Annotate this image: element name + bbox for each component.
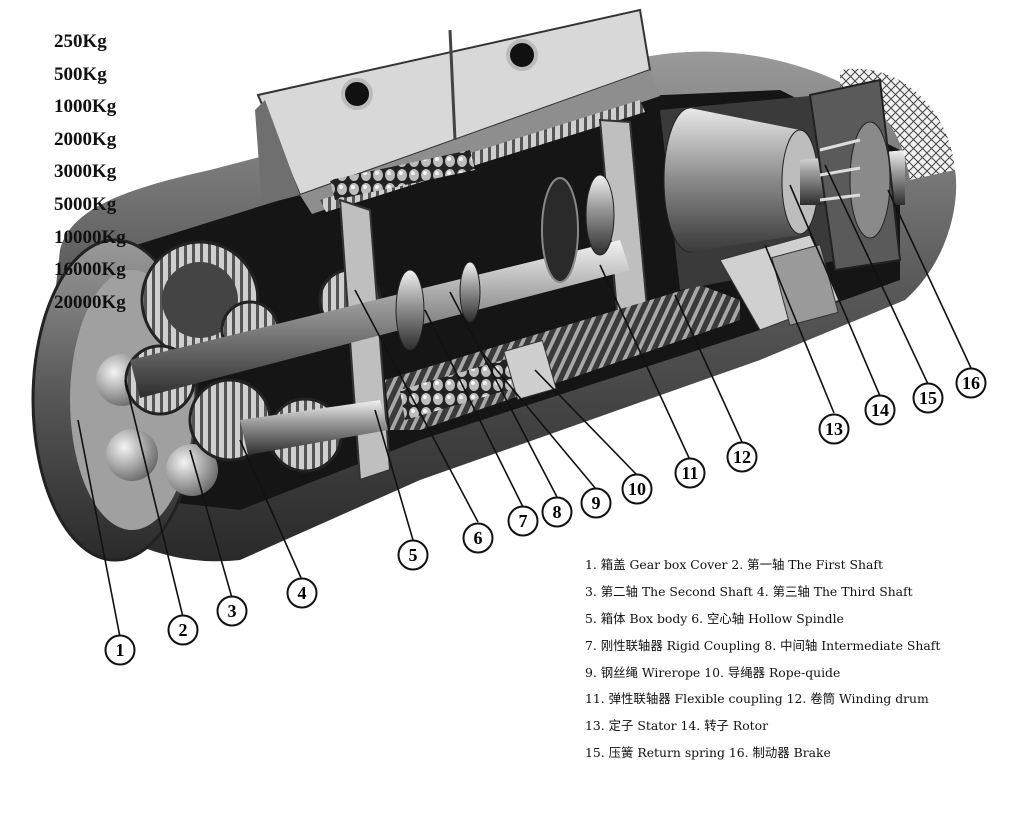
capacity-item: 1000Kg — [54, 96, 117, 118]
callout-circle — [621, 473, 653, 505]
callout-number: 9 — [592, 493, 601, 513]
callout-circle — [462, 522, 494, 554]
callout-8: 8 — [541, 496, 573, 528]
callout-3: 3 — [216, 595, 248, 627]
callout-number: 14 — [871, 400, 889, 420]
callout-14: 14 — [864, 394, 896, 426]
callout-number: 8 — [553, 502, 562, 522]
callout-number: 13 — [825, 419, 843, 439]
parts-legend: 1. 箱盖 Gear box Cover 2. 第一轴 The First Sh… — [585, 552, 940, 767]
callout-number: 1 — [116, 640, 125, 660]
callout-2: 2 — [167, 614, 199, 646]
callout-circle — [216, 595, 248, 627]
legend-line: 9. 钢丝绳 Wirerope 10. 导绳器 Rope-quide — [585, 664, 841, 680]
callout-4: 4 — [286, 577, 318, 609]
callout-circle — [674, 457, 706, 489]
callout-number: 5 — [409, 545, 418, 565]
legend-line: 7. 刚性联轴器 Rigid Coupling 8. 中间轴 Intermedi… — [585, 637, 941, 653]
callout-7: 7 — [507, 505, 539, 537]
callout-number: 6 — [474, 528, 483, 548]
callout-circle — [726, 441, 758, 473]
callout-circle — [286, 577, 318, 609]
callout-16: 16 — [955, 367, 987, 399]
callout-number: 11 — [681, 463, 698, 483]
callout-number: 7 — [519, 511, 528, 531]
callout-circle — [397, 539, 429, 571]
callout-circle — [864, 394, 896, 426]
callout-circle — [104, 634, 136, 666]
callout-6: 6 — [462, 522, 494, 554]
callout-1: 1 — [104, 634, 136, 666]
callout-circle — [912, 382, 944, 414]
capacity-item: 20000Kg — [54, 291, 126, 313]
capacity-list: 250Kg 500Kg 1000Kg 2000Kg 3000Kg 5000Kg … — [54, 26, 126, 319]
capacity-item: 250Kg — [54, 31, 107, 52]
callout-number: 16 — [962, 373, 980, 393]
callout-12: 12 — [726, 441, 758, 473]
callout-number: 12 — [733, 447, 751, 467]
callout-10: 10 — [621, 473, 653, 505]
callout-number: 2 — [179, 620, 188, 640]
callout-number: 10 — [628, 479, 646, 499]
callout-15: 15 — [912, 382, 944, 414]
callout-13: 13 — [818, 413, 850, 445]
callout-5: 5 — [397, 539, 429, 571]
legend-line: 13. 定子 Stator 14. 转子 Rotor — [585, 718, 769, 734]
callout-circle — [541, 496, 573, 528]
legend-line: 1. 箱盖 Gear box Cover 2. 第一轴 The First Sh… — [585, 557, 883, 572]
capacity-item: 10000Kg — [54, 226, 126, 248]
callout-circle — [955, 367, 987, 399]
callout-circle — [507, 505, 539, 537]
callout-circle — [580, 487, 612, 519]
legend-line: 3. 第二轴 The Second Shaft 4. 第三轴 The Third… — [585, 583, 913, 599]
callout-9: 9 — [580, 487, 612, 519]
callout-number: 3 — [228, 601, 237, 621]
callout-circle — [818, 413, 850, 445]
capacity-item: 5000Kg — [54, 193, 117, 215]
legend-line: 11. 弹性联轴器 Flexible coupling 12. 卷筒 Windi… — [585, 691, 929, 707]
capacity-item: 16000Kg — [54, 259, 126, 281]
capacity-item: 2000Kg — [54, 128, 117, 150]
legend-line: 15. 压簧 Return spring 16. 制动器 Brake — [585, 745, 831, 761]
callout-number: 15 — [919, 388, 937, 408]
capacity-item: 3000Kg — [54, 161, 117, 183]
callout-11: 11 — [674, 457, 706, 489]
callout-number: 4 — [298, 583, 307, 603]
capacity-item: 500Kg — [54, 63, 107, 85]
legend-line: 5. 箱体 Box body 6. 空心轴 Hollow Spindle — [585, 610, 844, 626]
callout-circle — [167, 614, 199, 646]
